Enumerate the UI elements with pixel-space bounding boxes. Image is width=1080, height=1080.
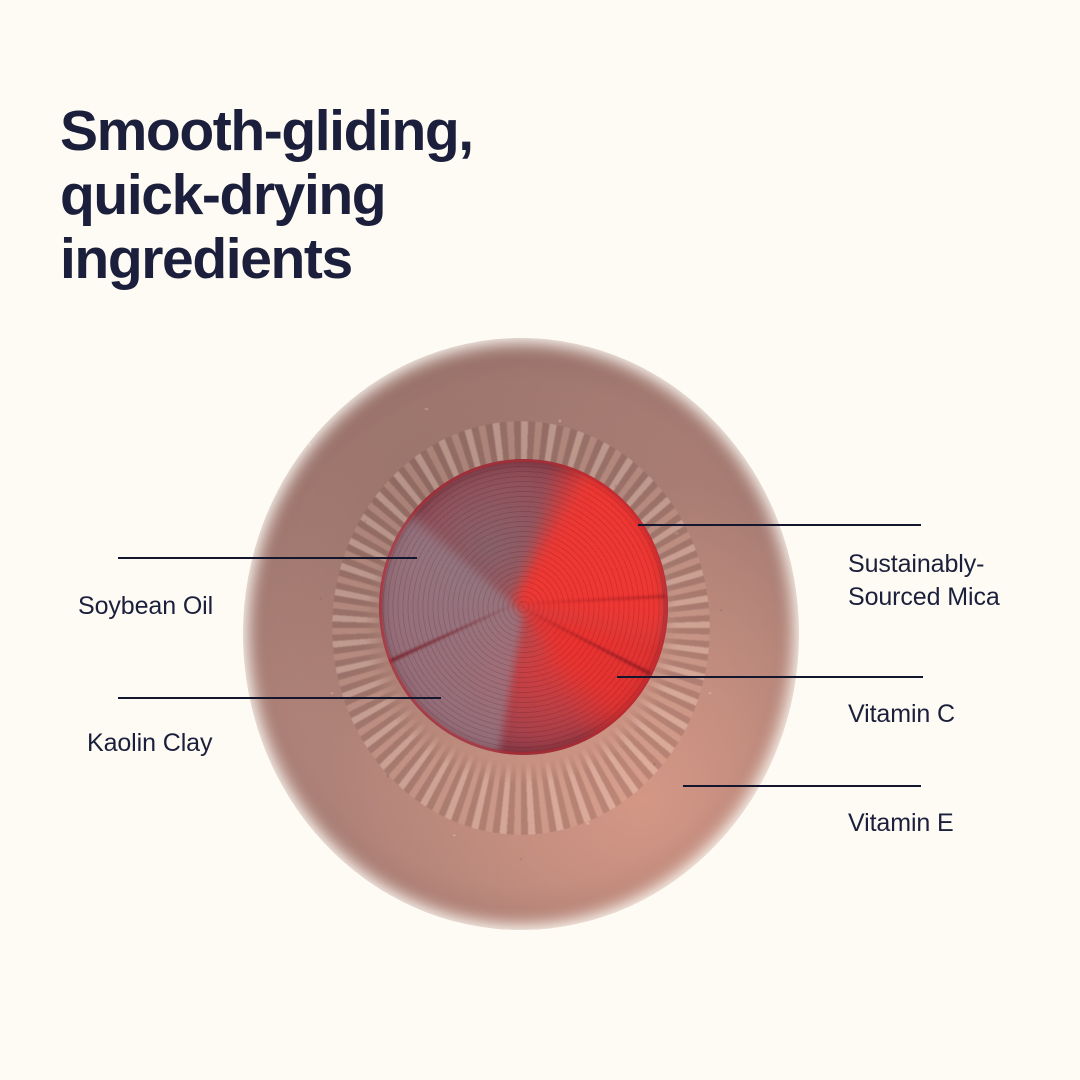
callout-line-soybean-oil	[118, 557, 417, 559]
photo-vignette	[243, 338, 799, 930]
callout-line-vitamin-c	[617, 676, 923, 678]
callout-label-vitamin-e: Vitamin E	[848, 809, 954, 837]
core-fracture-lines	[379, 459, 669, 756]
callout-label-kaolin-clay: Kaolin Clay	[87, 729, 213, 757]
photo-pigment-core	[379, 459, 669, 756]
page-title: Smooth-gliding, quick-drying ingredients	[60, 99, 474, 291]
callout-line-kaolin-clay	[118, 697, 441, 699]
product-macro-photo	[243, 338, 799, 930]
photo-edge-feather	[243, 338, 799, 930]
callout-line-vitamin-e	[683, 785, 921, 787]
callout-line-sustainably-sourced-mica	[638, 524, 921, 526]
callout-label-soybean-oil: Soybean Oil	[78, 592, 214, 620]
callout-label-vitamin-c: Vitamin C	[848, 700, 956, 728]
callout-label-sustainably-sourced-mica: Sustainably- Sourced Mica	[848, 550, 1000, 611]
